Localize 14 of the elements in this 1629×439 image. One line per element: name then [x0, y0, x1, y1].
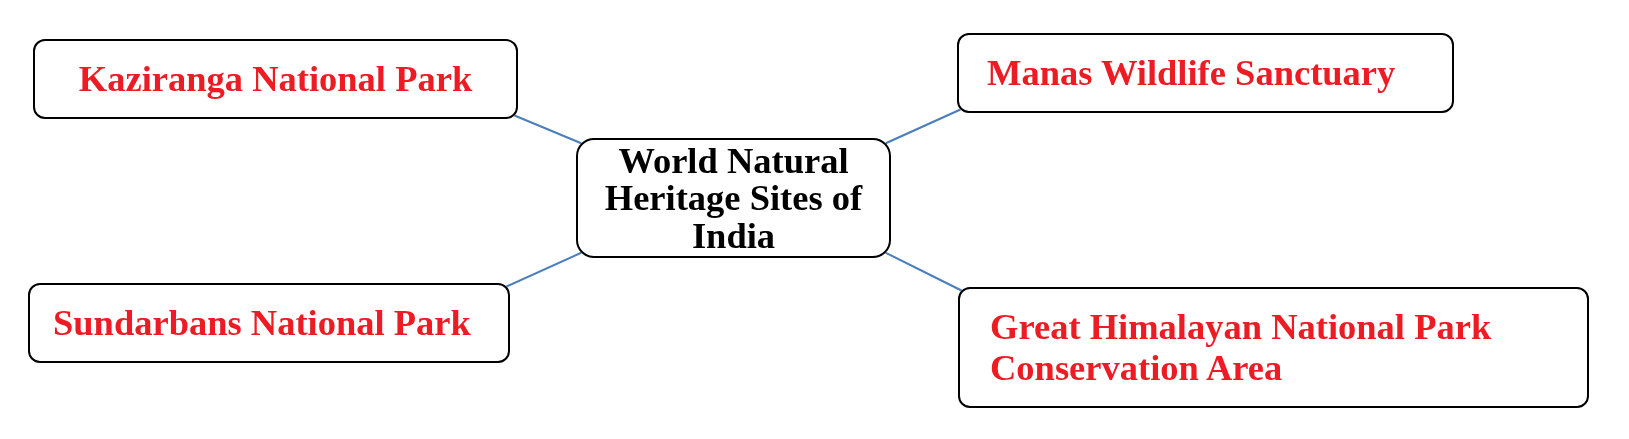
connector-line — [884, 251, 963, 292]
connector-line — [513, 114, 583, 145]
site-name: Sundarbans National Park — [53, 302, 471, 344]
site-name: Kaziranga National Park — [78, 58, 473, 100]
site-box — [33, 39, 518, 119]
site-box — [958, 287, 1589, 408]
site-box — [28, 283, 510, 363]
site-name: Manas Wildlife Sanctuary — [987, 52, 1396, 94]
connector-line — [505, 251, 583, 288]
site-box — [957, 33, 1454, 113]
site-name: Great Himalayan National Park Conservation Area — [990, 307, 1493, 388]
connector-line — [884, 108, 962, 145]
topic-title: World Natural Heritage Sites of India — [603, 141, 864, 255]
central-topic-box — [576, 138, 891, 258]
